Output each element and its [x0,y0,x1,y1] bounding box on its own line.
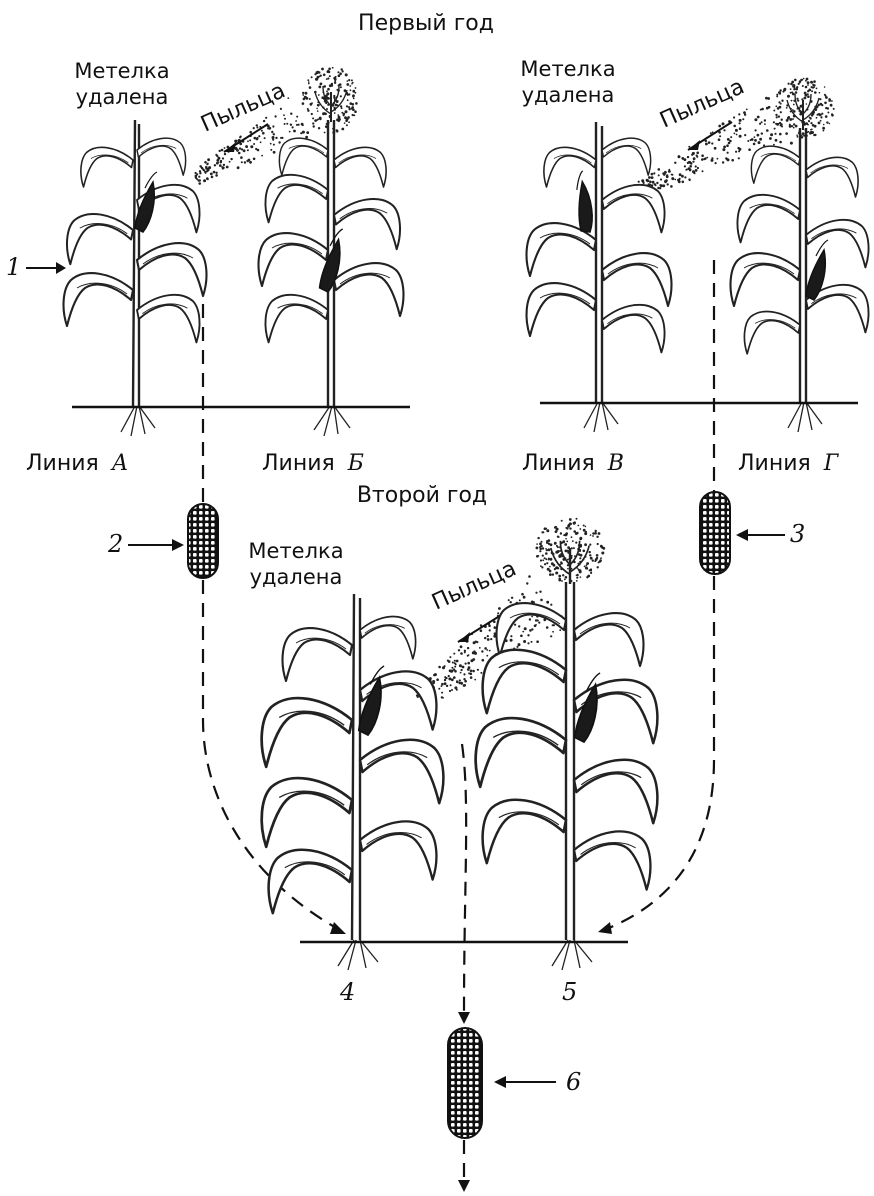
plant-line-a [64,120,207,436]
year2-title: Второй год [357,483,487,508]
pollen-cloud-b [302,67,358,134]
dashed-path-to-5 [604,576,714,930]
plant-line-g [731,94,869,432]
detasseled-label-a-1: Метелка [74,59,169,83]
label-2: 2 [107,530,123,558]
line-b-label: Линия Б [262,451,364,476]
label-3: 3 [790,520,805,548]
dashed-path-to-6 [462,744,466,1014]
detasseled-label-4-2: удалена [250,565,343,589]
label-4: 4 [339,978,355,1006]
detasseled-label-a-2: удалена [76,85,169,109]
detasseled-label-v-2: удалена [522,83,615,107]
hybrid-ear-vg [700,492,730,574]
pollen-label-1: Пыльца [197,78,289,137]
plant-5 [476,541,658,970]
detasseled-label-v-1: Метелка [520,57,615,81]
plant-4 [262,594,444,970]
pollen-label-2: Пыльца [656,74,748,133]
line-a-label: Линия А [26,451,128,476]
plant-line-v [527,122,672,432]
label-1: 1 [6,253,21,281]
line-g-label: Линия Г [738,451,840,476]
pollen-label-3: Пыльца [428,556,520,615]
detasseled-label-4-1: Метелка [248,539,343,563]
hybrid-ear-ab [188,504,218,578]
line-v-label: Линия В [522,451,624,476]
label-5: 5 [562,978,577,1006]
double-hybrid-ear [448,1028,482,1138]
year1-title: Первый год [358,11,494,36]
label-6: 6 [566,1068,581,1096]
